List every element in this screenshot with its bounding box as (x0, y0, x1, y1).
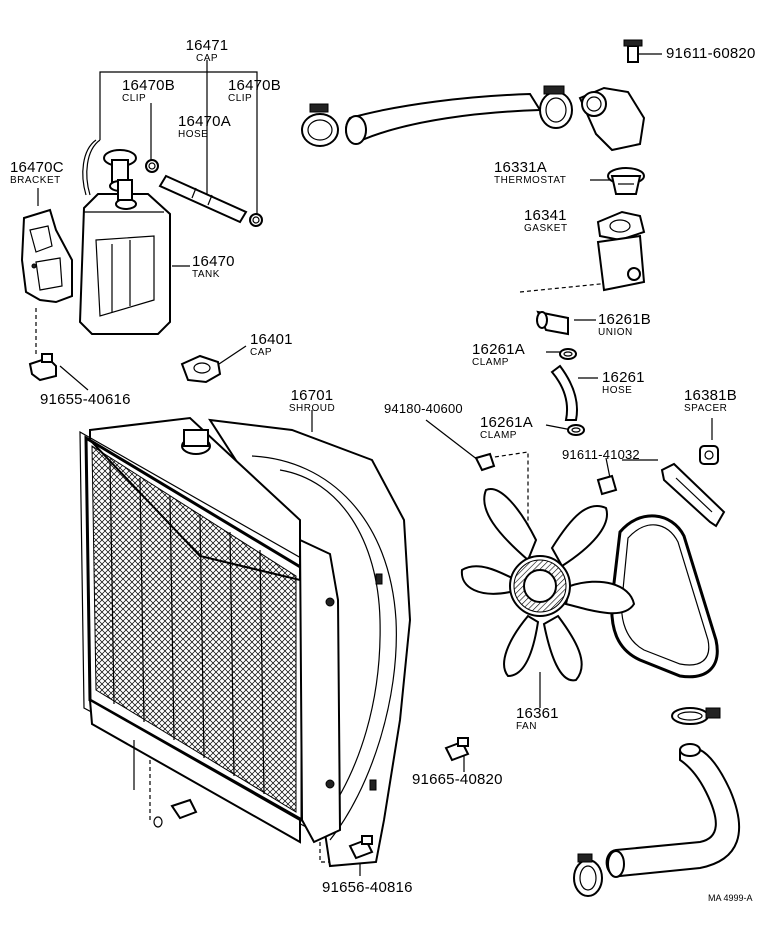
label-clip-16470b-left: 16470B CLIP (122, 78, 175, 104)
label-clamp-16261a-bottom: 16261A CLAMP (480, 415, 533, 441)
label-shroud-16701: 16701 SHROUD (289, 388, 335, 414)
clip-icon-left (145, 159, 159, 173)
part-number: 16341 (524, 207, 567, 224)
label-bolt-91611-top: 91611-60820 (666, 46, 756, 61)
cap-16401 (180, 354, 222, 384)
hose-clamp-icon-lower-bottom (573, 853, 603, 897)
label-bracket-16470c: 16470C BRACKET (10, 160, 64, 186)
part-name: SPACER (684, 403, 728, 414)
part-number: 16261A (472, 341, 525, 358)
part-name: CLAMP (472, 357, 509, 368)
clip-icon-right (249, 213, 263, 227)
hose-16470a (158, 174, 248, 224)
upper-hose (345, 92, 542, 145)
part-number: 94180-40600 (384, 401, 463, 416)
lower-hose (605, 743, 741, 878)
part-number: 16470A (178, 113, 231, 130)
fan-belt (610, 514, 719, 679)
nut-icon-94180 (474, 452, 496, 472)
label-clamp-16261a-top: 16261A CLAMP (472, 342, 525, 368)
bolt-icon-91655 (28, 353, 57, 382)
label-hose-16470a: 16470A HOSE (178, 114, 231, 140)
part-number: 16331A (494, 159, 547, 176)
part-name: CLIP (228, 93, 253, 104)
hose-clamp-icon-upper-right (539, 85, 573, 129)
part-number: 91611-60820 (666, 45, 756, 62)
bolt-icon-91656 (348, 835, 374, 860)
part-number: 91665-40820 (412, 771, 503, 788)
part-number: 16701 (290, 387, 334, 404)
part-number: 16381B (684, 387, 737, 404)
part-number: 16261B (598, 311, 651, 328)
label-hose-16261: 16261 HOSE (602, 370, 645, 396)
part-name: TANK (192, 269, 220, 280)
part-number: 91656-40816 (322, 879, 413, 896)
label-fan-16361: 16361 FAN (516, 706, 559, 732)
bolt-icon-91611-top (623, 39, 643, 63)
label-nut-94180: 94180-40600 (384, 402, 463, 415)
drain-cock-icon (153, 798, 198, 828)
clamp-icon-16261a-bottom (567, 424, 585, 436)
diagram-code: MA 4999-A (708, 893, 753, 903)
part-number: 91611-41032 (562, 447, 640, 462)
part-name: GASKET (524, 223, 568, 234)
part-number: 16470B (228, 77, 281, 94)
label-tank-16470: 16470 TANK (192, 254, 235, 280)
water-outlet (578, 86, 646, 152)
label-thermostat-16331a: 16331A THERMOSTAT (494, 160, 566, 186)
part-number: 16470 (192, 253, 235, 270)
part-number: 16401 (250, 331, 293, 348)
thermostat-16331a (607, 167, 645, 195)
label-cap-16471: 16471 CAP (186, 38, 229, 64)
radiator (79, 416, 342, 844)
hose-clamp-icon-upper-left (301, 103, 339, 147)
label-cap-16401: 16401 CAP (250, 332, 293, 358)
part-name: HOSE (178, 129, 209, 140)
part-name: CLIP (122, 93, 147, 104)
gasket-16341 (596, 210, 646, 242)
bolt-icon-91611-mid (596, 474, 618, 496)
adjusting-bar (660, 462, 726, 528)
label-bolt-91611-mid: 91611-41032 (562, 448, 640, 461)
part-number: 16470C (10, 159, 64, 176)
part-number: 16471 (185, 37, 229, 54)
part-number: 16261 (602, 369, 645, 386)
part-number: 16470B (122, 77, 175, 94)
part-number: 91655-40616 (40, 391, 131, 408)
spacer-16381b (699, 445, 719, 465)
clamp-icon-16261a-top (559, 348, 577, 360)
label-spacer-16381b: 16381B SPACER (684, 388, 737, 414)
label-bolt-91655: 91655-40616 (40, 392, 131, 407)
part-name: BRACKET (10, 175, 61, 186)
part-name: CAP (250, 347, 273, 358)
label-gasket-16341: 16341 GASKET (524, 208, 568, 234)
part-name: UNION (598, 327, 633, 338)
label-union-16261b: 16261B UNION (598, 312, 651, 338)
reservoir-tank-16470 (78, 179, 171, 335)
label-bolt-91665: 91665-40820 (412, 772, 503, 787)
part-number: 16361 (516, 705, 559, 722)
part-name: CAP (195, 53, 219, 64)
part-number: 16261A (480, 414, 533, 431)
part-name: THERMOSTAT (494, 175, 567, 186)
fan-16361 (460, 488, 636, 682)
bolt-icon-91665 (444, 737, 470, 762)
part-name: HOSE (602, 385, 633, 396)
hose-16261 (550, 364, 578, 421)
hose-clamp-icon-lower-top (671, 707, 721, 725)
part-name: SHROUD (288, 403, 336, 414)
union-16261b (536, 310, 569, 336)
label-bolt-91656: 91656-40816 (322, 880, 413, 895)
water-inlet-housing (596, 234, 646, 292)
part-name: FAN (516, 721, 537, 732)
label-clip-16470b-right: 16470B CLIP (228, 78, 281, 104)
part-name: CLAMP (480, 430, 517, 441)
bracket-16470c (20, 208, 73, 304)
